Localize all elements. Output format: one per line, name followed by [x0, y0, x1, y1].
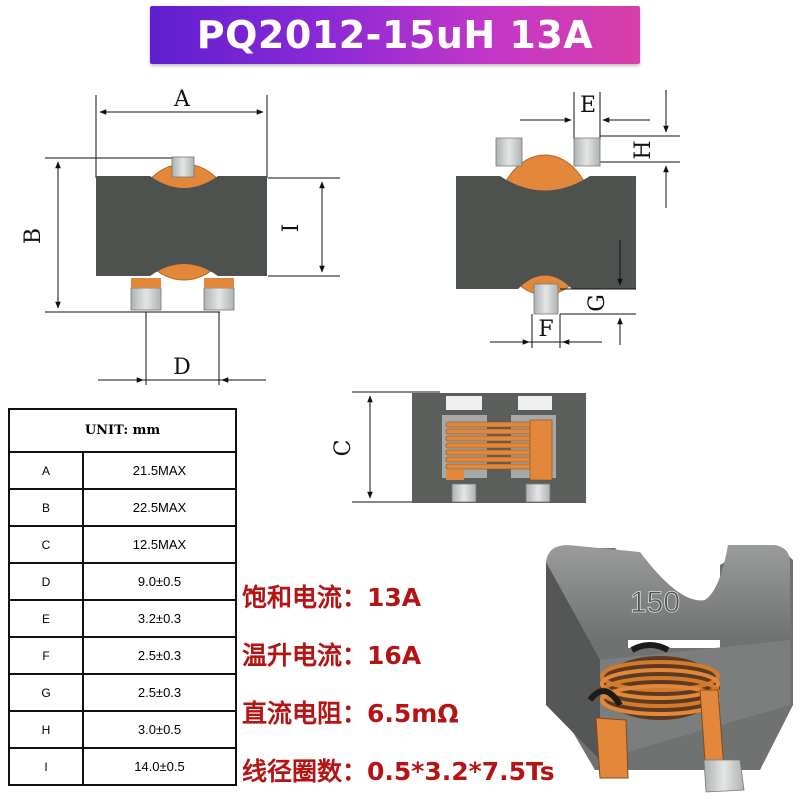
dim-label-b: B — [21, 228, 46, 244]
dim-label-i: I — [279, 224, 304, 233]
row-value: 14.0±0.5 — [82, 747, 237, 786]
terminal-pin — [130, 287, 162, 311]
dim-label-h: H — [631, 140, 656, 159]
table-header: UNIT: mm — [8, 408, 237, 453]
row-value: 2.5±0.3 — [82, 636, 237, 675]
row-label: D — [8, 562, 84, 601]
dim-label-d: D — [173, 355, 191, 380]
row-label: F — [8, 636, 84, 675]
row-value: 2.5±0.3 — [82, 673, 237, 712]
spec-dc-resistance: 直流电阻：6.5mΩ — [242, 694, 459, 730]
terminal-pin — [171, 156, 195, 178]
row-value: 22.5MAX — [82, 488, 237, 527]
spec-label: 温升电流： — [242, 641, 368, 670]
row-value: 12.5MAX — [82, 525, 237, 564]
terminal-pin — [533, 283, 559, 315]
row-label: C — [8, 525, 84, 564]
side-view: E H F G — [456, 90, 680, 348]
page-title: PQ2012-15uH 13A — [196, 13, 594, 57]
row-label: I — [8, 747, 84, 786]
row-value: 3.2±0.3 — [82, 599, 237, 638]
dim-label-f: F — [538, 317, 553, 342]
terminal-pin — [573, 137, 601, 167]
row-value: 9.0±0.5 — [82, 562, 237, 601]
dim-label-e: E — [580, 93, 596, 118]
spec-label: 饱和电流： — [242, 583, 368, 612]
coil-lead — [204, 278, 234, 288]
terminal-pin — [525, 483, 551, 503]
top-view: A B I D — [21, 87, 340, 385]
row-label: A — [8, 451, 84, 490]
spec-value: 0.5*3.2*7.5Ts — [367, 757, 555, 786]
ferrite-core — [456, 176, 636, 289]
dim-label-c: C — [331, 440, 356, 457]
spec-temp-rise-current: 温升电流：16A — [242, 636, 421, 672]
ferrite-core — [96, 176, 267, 276]
spec-value: 6.5mΩ — [367, 699, 459, 728]
row-label: H — [8, 710, 84, 749]
row-value: 21.5MAX — [82, 451, 237, 490]
row-value: 3.0±0.5 — [82, 710, 237, 749]
coil-lead — [131, 278, 161, 288]
title-banner: PQ2012-15uH 13A — [150, 6, 640, 64]
spec-label: 线径圈数： — [242, 757, 368, 786]
terminal-pin — [203, 287, 235, 311]
product-photo: 150 — [546, 545, 793, 793]
dim-label-g: G — [585, 294, 610, 312]
spec-wire-turns: 线径圈数：0.5*3.2*7.5Ts — [242, 752, 555, 788]
row-label: B — [8, 488, 84, 527]
product-marking: 150 — [630, 586, 680, 619]
terminal-pin — [451, 483, 477, 503]
front-view: C — [331, 391, 586, 503]
spec-value: 16A — [367, 641, 422, 670]
row-label: E — [8, 599, 84, 638]
spec-label: 直流电阻： — [242, 699, 368, 728]
terminal-pin — [495, 137, 523, 167]
dim-label-a: A — [173, 87, 191, 112]
row-label: G — [8, 673, 84, 712]
spec-saturation-current: 饱和电流：13A — [242, 578, 421, 614]
spec-value: 13A — [367, 583, 422, 612]
